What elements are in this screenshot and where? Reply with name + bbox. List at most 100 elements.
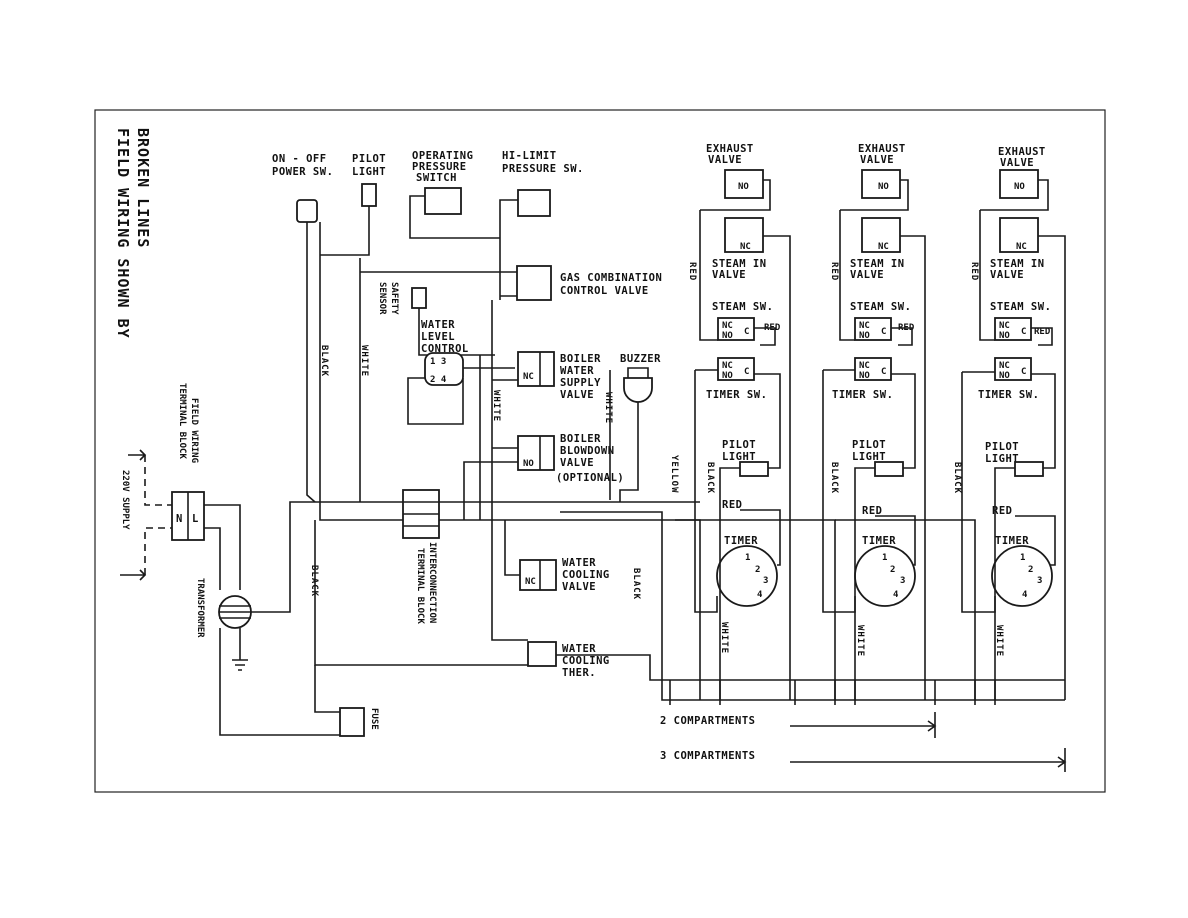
c2-timer-sw: TIMER SW. xyxy=(832,389,893,401)
c1-exhaust-valve xyxy=(724,169,764,199)
wcv-label-3: VALVE xyxy=(562,581,596,593)
field-tb-label-2: TERMINAL BLOCK xyxy=(177,383,187,459)
water-cooling-thermostat xyxy=(527,641,557,667)
c1-timer-switch[interactable] xyxy=(717,357,755,381)
c2-steam-switch[interactable] xyxy=(854,317,892,341)
c1-steam-nc: NC xyxy=(740,242,751,252)
c1-timer-sw: TIMER SW. xyxy=(706,389,767,401)
fuse-label: FUSE xyxy=(369,708,379,730)
c1-ss-nc: NC xyxy=(722,321,733,331)
c2-white: WHITE xyxy=(855,625,865,657)
oper-label-2: PRESSURE xyxy=(412,161,467,173)
c1-pilot-light xyxy=(739,461,769,477)
boiler-blowdown-valve xyxy=(517,435,555,471)
wlc-label-3: CONTROL xyxy=(421,343,469,355)
bbd-label-4: (OPTIONAL) xyxy=(556,472,624,484)
title-line-2: BROKEN LINES xyxy=(134,128,152,248)
c1-pilot-2: LIGHT xyxy=(722,451,756,463)
compartment-1: EXHAUST VALVE NO NC STEAM IN VALVE STEAM… xyxy=(675,143,791,700)
supply-wire-n xyxy=(144,455,175,506)
c2-ts-c: C xyxy=(881,367,886,377)
c1-steam-sw: STEAM SW. xyxy=(712,301,773,313)
c2-exhaust-2: VALVE xyxy=(860,154,894,166)
wire-label-white-3: WHITE xyxy=(603,392,613,424)
bws-nc: NC xyxy=(523,372,534,382)
supply-arrow-top xyxy=(128,449,147,461)
svg-text:4: 4 xyxy=(893,590,899,600)
pilot-light xyxy=(361,183,377,207)
c1-steam-switch[interactable] xyxy=(717,317,755,341)
c2-pilot-1: PILOT xyxy=(852,439,886,451)
control-bus: ON - OFF POWER SW. PILOT LIGHT BLACK WHI… xyxy=(272,150,1065,701)
pilot-label-2: LIGHT xyxy=(352,166,386,178)
wire-label-white-1: WHITE xyxy=(359,345,369,377)
svg-text:2: 2 xyxy=(755,565,760,575)
c1-timer: TIMER xyxy=(724,535,758,547)
c3-ss-red: RED xyxy=(1034,327,1051,337)
wlc-terminals-24: 2 4 xyxy=(430,375,447,385)
supply-arrow-bottom xyxy=(120,569,147,581)
c1-red: RED xyxy=(722,499,742,511)
c3-black: BLACK xyxy=(952,462,962,494)
c1-ts-nc: NC xyxy=(722,361,733,371)
supply-wire-l xyxy=(144,527,175,575)
c2-exhaust-no: NO xyxy=(878,182,889,192)
bbd-no: NO xyxy=(523,459,534,469)
c3-timer-sw: TIMER SW. xyxy=(978,389,1039,401)
c2-steam-nc: NC xyxy=(878,242,889,252)
pilot-label-1: PILOT xyxy=(352,153,386,165)
c1-exhaust-1: EXHAUST xyxy=(706,143,754,155)
c2-pilot-2: LIGHT xyxy=(852,451,886,463)
c2-ts-nc: NC xyxy=(859,361,870,371)
operating-pressure-switch xyxy=(424,187,462,215)
wcv-label-1: WATER xyxy=(562,557,596,569)
c3-exhaust-no: NO xyxy=(1014,182,1025,192)
safety-sensor xyxy=(411,287,427,309)
c3-steam-switch[interactable] xyxy=(994,317,1032,341)
c3-ss-c: C xyxy=(1021,327,1026,337)
supply-section: 220V SUPPLY N L FIELD WIRING TERMINAL BL… xyxy=(120,383,700,737)
field-tb-label-1: FIELD WIRING xyxy=(189,398,199,463)
on-off-label-1: ON - OFF xyxy=(272,153,327,165)
bws-label-3: SUPPLY xyxy=(560,377,601,389)
wire-label-white-2: WHITE xyxy=(491,390,501,422)
c1-white: WHITE xyxy=(719,622,729,654)
bws-label-2: WATER xyxy=(560,365,594,377)
wlc-terminals-13: 1 3 xyxy=(430,357,446,367)
c3-timer-switch[interactable] xyxy=(994,357,1032,381)
c3-pilot-light xyxy=(1014,461,1044,477)
c2-red-vert: RED xyxy=(829,262,839,281)
c1-steam-in-2: VALVE xyxy=(712,269,746,281)
gas-label-2: CONTROL VALVE xyxy=(560,285,649,297)
oper-label-1: OPERATING xyxy=(412,150,473,162)
c2-pilot-light xyxy=(874,461,904,477)
c2-steam-in-valve xyxy=(861,217,901,253)
compartment-3: EXHAUST VALVE NO NC STEAM IN VALVE STEAM… xyxy=(835,146,1066,700)
c2-timer-switch[interactable] xyxy=(854,357,892,381)
c3-red-vert: RED xyxy=(969,262,979,281)
wire-label-black-3: BLACK xyxy=(631,568,641,600)
svg-text:4: 4 xyxy=(757,590,763,600)
c3-pilot-1: PILOT xyxy=(985,441,1019,453)
c2-timer: TIMER xyxy=(862,535,896,547)
c3-steam-in-2: VALVE xyxy=(990,269,1024,281)
c3-steam-in-1: STEAM IN xyxy=(990,258,1045,270)
transformer-label: TRANSFORMER xyxy=(195,578,205,638)
svg-text:2: 2 xyxy=(1028,565,1033,575)
c3-timer-dial xyxy=(991,545,1053,607)
svg-text:1: 1 xyxy=(1020,553,1025,563)
c3-ss-no: NO xyxy=(999,331,1010,341)
c2-steam-in-1: STEAM IN xyxy=(850,258,905,270)
c1-pilot-1: PILOT xyxy=(722,439,756,451)
on-off-power-switch[interactable] xyxy=(296,199,318,223)
itb-label-2: TERMINAL BLOCK xyxy=(415,548,425,624)
gas-combination-control-valve xyxy=(516,265,552,301)
c3-timer: TIMER xyxy=(995,535,1029,547)
wlc-label-1: WATER xyxy=(421,319,455,331)
c2-red: RED xyxy=(862,505,882,517)
c3-white: WHITE xyxy=(994,625,1004,657)
wire-label-yellow: YELLOW xyxy=(669,455,679,494)
water-level-control xyxy=(424,352,464,386)
c1-ts-c: C xyxy=(744,367,749,377)
